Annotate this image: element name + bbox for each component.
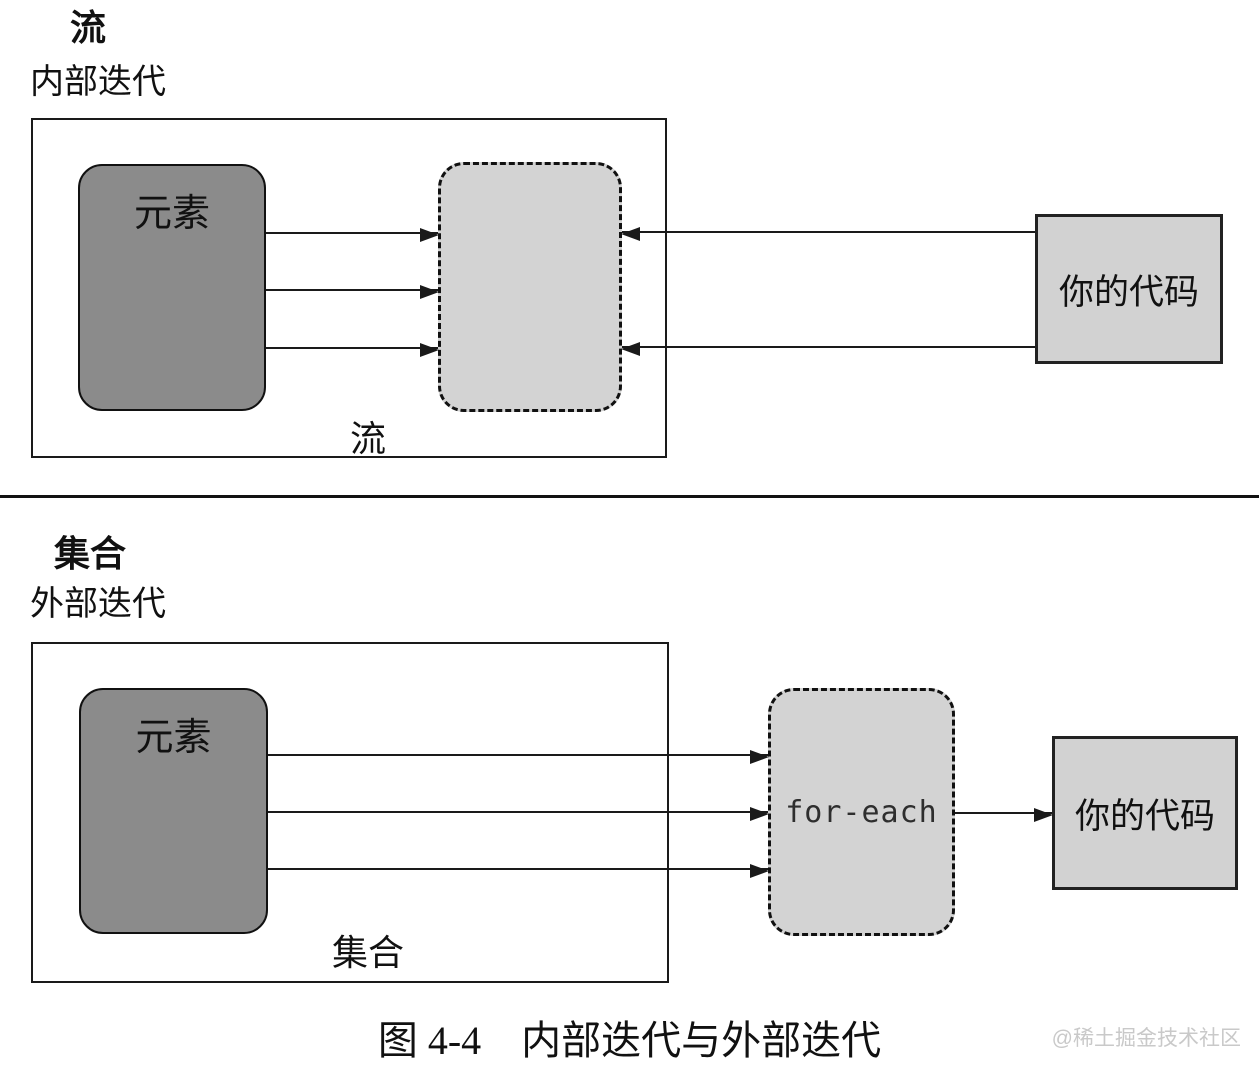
arrow-code-to-stream-1 [621,227,1035,241]
arrow-elements-to-stream-1 [266,228,439,242]
stream-inner-label: 流 [349,419,386,459]
foreach-dashed-box: for-each [768,688,955,936]
collection-elements-box-label: 元素 [135,717,212,759]
external-iteration-label: 外部迭代 [30,586,166,623]
section-divider [0,495,1259,498]
stream-elements-box: 元素 [78,164,266,411]
collection-your-code-label: 你的代码 [1074,796,1215,836]
arrow-elements-to-foreach-1 [268,750,769,764]
figure-caption: 图 4-4 内部迭代与外部迭代 [377,1018,882,1063]
watermark-text: @稀土掘金技术社区 [1051,1027,1241,1050]
collection-elements-box: 元素 [79,688,268,934]
arrow-elements-to-stream-3 [266,343,439,357]
arrow-foreach-to-code [955,808,1053,822]
arrow-elements-to-foreach-3 [268,864,769,878]
stream-category-label: 流 [70,7,107,48]
collection-your-code-box: 你的代码 [1052,736,1238,890]
collection-category-label: 集合 [54,533,127,574]
foreach-box-label: for-each [785,794,938,830]
stream-elements-box-label: 元素 [133,193,210,235]
collection-inner-label: 集合 [331,933,404,973]
internal-iteration-label: 内部迭代 [30,64,166,101]
stream-your-code-box: 你的代码 [1035,214,1223,364]
arrow-elements-to-foreach-2 [268,807,769,821]
arrow-elements-to-stream-2 [266,285,439,299]
stream-dashed-box [438,162,622,412]
arrow-code-to-stream-2 [621,342,1035,356]
stream-your-code-label: 你的代码 [1058,272,1199,312]
